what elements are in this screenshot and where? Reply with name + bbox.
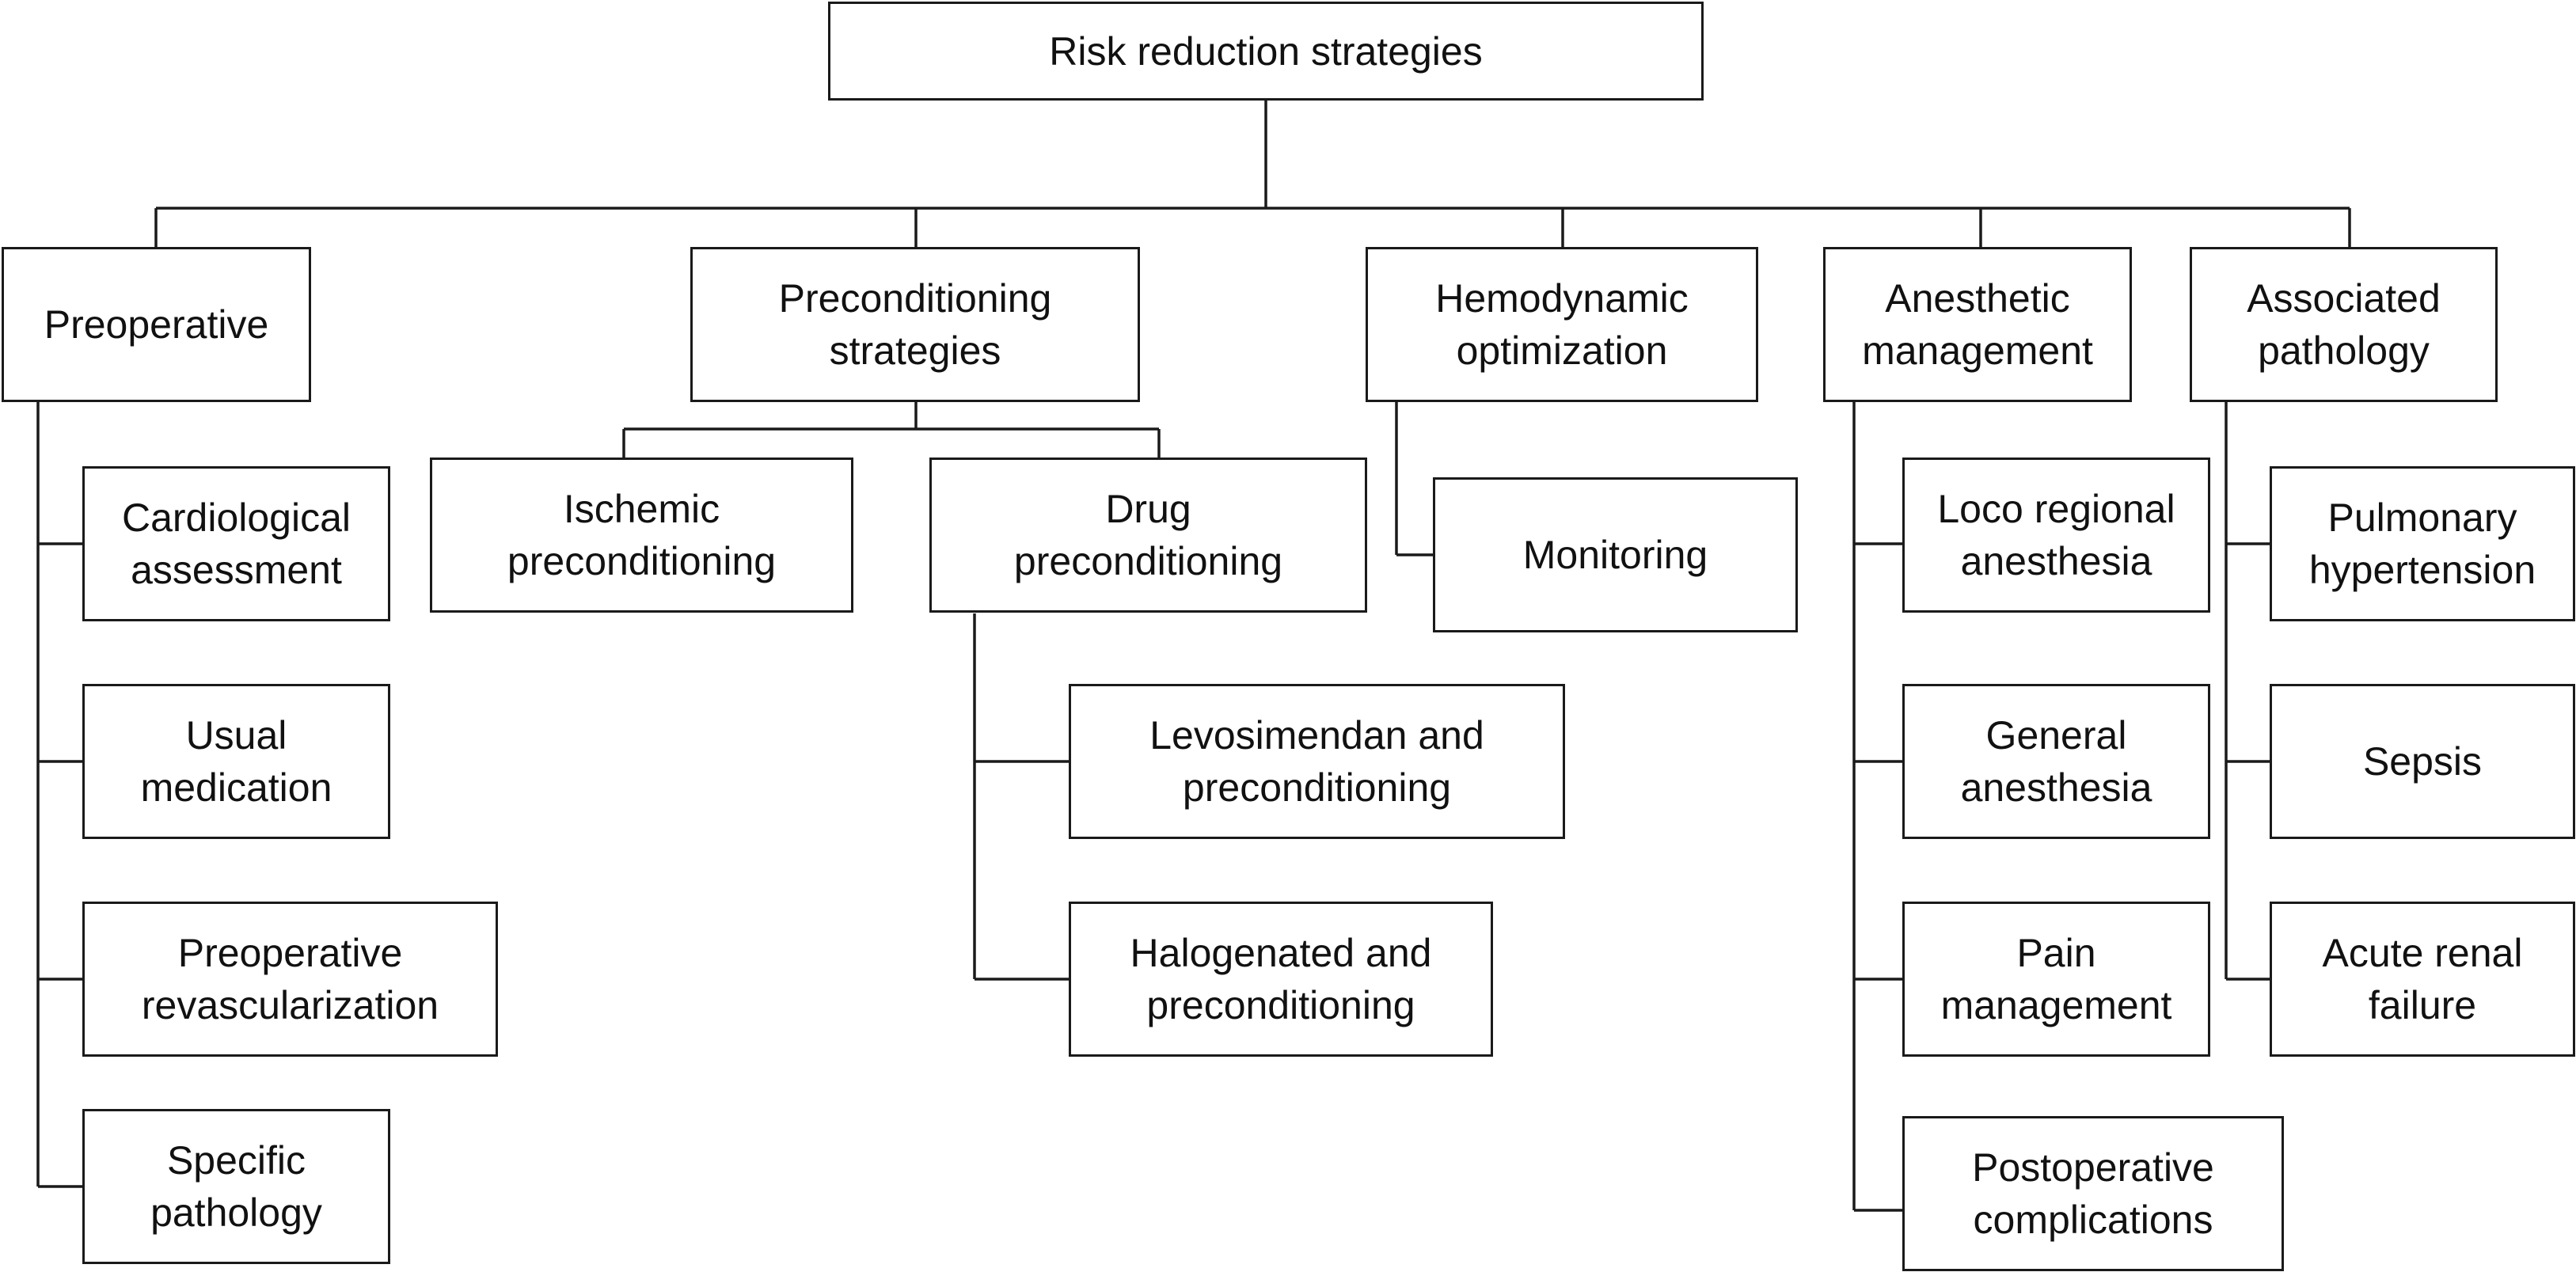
loco-regional-anesthesia-node: Loco regional anesthesia — [1902, 458, 2210, 613]
anesthetic-management-node: Anesthetic management — [1823, 247, 2132, 402]
specific-pathology-line-2: pathology — [150, 1190, 322, 1235]
postoperative-complications-node: Postoperative complications — [1902, 1116, 2284, 1271]
levosimendan-line-2: preconditioning — [1182, 765, 1452, 810]
drug-preconditioning-line-1: Drug — [1105, 487, 1191, 531]
root-node: Risk reduction strategies — [828, 2, 1704, 101]
cardiological-assessment-line-2: assessment — [131, 548, 342, 592]
halogenated-line-2: preconditioning — [1146, 983, 1415, 1027]
anesthetic-label-line-1: Anesthetic — [1885, 276, 2070, 321]
acute-renal-failure-line-1: Acute renal — [2322, 931, 2523, 975]
preconditioning-label-line-1: Preconditioning — [778, 276, 1052, 321]
preoperative-node: Preoperative — [2, 247, 311, 402]
general-anesthesia-line-2: anesthesia — [1960, 765, 2152, 810]
associated-label-line-2: pathology — [2258, 328, 2430, 373]
associated-pathology-node: Associated pathology — [2190, 247, 2498, 402]
levosimendan-preconditioning-node: Levosimendan and preconditioning — [1069, 684, 1565, 839]
halogenated-preconditioning-node: Halogenated and preconditioning — [1069, 902, 1493, 1057]
usual-medication-line-2: medication — [140, 765, 332, 810]
halogenated-line-1: Halogenated and — [1130, 931, 1432, 975]
specific-pathology-line-1: Specific — [166, 1138, 306, 1183]
preconditioning-label-line-2: strategies — [829, 328, 1001, 373]
levosimendan-line-1: Levosimendan and — [1149, 713, 1484, 758]
loco-regional-line-2: anesthesia — [1960, 539, 2152, 583]
postoperative-complications-line-1: Postoperative — [1972, 1145, 2214, 1190]
ischemic-preconditioning-line-1: Ischemic — [563, 487, 720, 531]
preoperative-revascularization-line-2: revascularization — [141, 983, 439, 1027]
monitoring-label: Monitoring — [1522, 533, 1708, 577]
monitoring-node: Monitoring — [1433, 477, 1798, 632]
pulmonary-hypertension-line-2: hypertension — [2308, 548, 2536, 592]
preconditioning-strategies-node: Preconditioning strategies — [690, 247, 1140, 402]
usual-medication-node: Usual medication — [82, 684, 390, 839]
drug-preconditioning-node: Drug preconditioning — [929, 458, 1367, 613]
preoperative-revascularization-line-1: Preoperative — [177, 931, 403, 975]
general-anesthesia-node: General anesthesia — [1902, 684, 2210, 839]
pain-management-line-1: Pain — [2016, 931, 2096, 975]
postoperative-complications-line-2: complications — [1973, 1198, 2213, 1242]
pulmonary-hypertension-line-1: Pulmonary — [2327, 496, 2517, 540]
anesthetic-label-line-2: management — [1862, 328, 2093, 373]
pain-management-node: Pain management — [1902, 902, 2210, 1057]
loco-regional-line-1: Loco regional — [1937, 487, 2175, 531]
cardiological-assessment-line-1: Cardiological — [121, 496, 351, 540]
general-anesthesia-line-1: General — [1985, 713, 2127, 758]
hemodynamic-optimization-node: Hemodynamic optimization — [1366, 247, 1758, 402]
drug-preconditioning-line-2: preconditioning — [1013, 539, 1283, 583]
pulmonary-hypertension-node: Pulmonary hypertension — [2270, 466, 2575, 621]
sepsis-label: Sepsis — [2362, 739, 2483, 784]
hemodynamic-label-line-1: Hemodynamic — [1435, 276, 1689, 321]
preoperative-label: Preoperative — [44, 302, 269, 347]
root-title: Risk reduction strategies — [1049, 28, 1483, 74]
usual-medication-line-1: Usual — [185, 713, 287, 758]
associated-label-line-1: Associated — [2247, 276, 2441, 321]
sepsis-node: Sepsis — [2270, 684, 2575, 839]
preoperative-revascularization-node: Preoperative revascularization — [82, 902, 498, 1057]
ischemic-preconditioning-line-2: preconditioning — [507, 539, 777, 583]
ischemic-preconditioning-node: Ischemic preconditioning — [430, 458, 853, 613]
hemodynamic-label-line-2: optimization — [1456, 328, 1668, 373]
cardiological-assessment-node: Cardiological assessment — [82, 466, 390, 621]
pain-management-line-2: management — [1940, 983, 2172, 1027]
acute-renal-failure-line-2: failure — [2368, 983, 2477, 1027]
acute-renal-failure-node: Acute renal failure — [2270, 902, 2575, 1057]
specific-pathology-node: Specific pathology — [82, 1109, 390, 1264]
